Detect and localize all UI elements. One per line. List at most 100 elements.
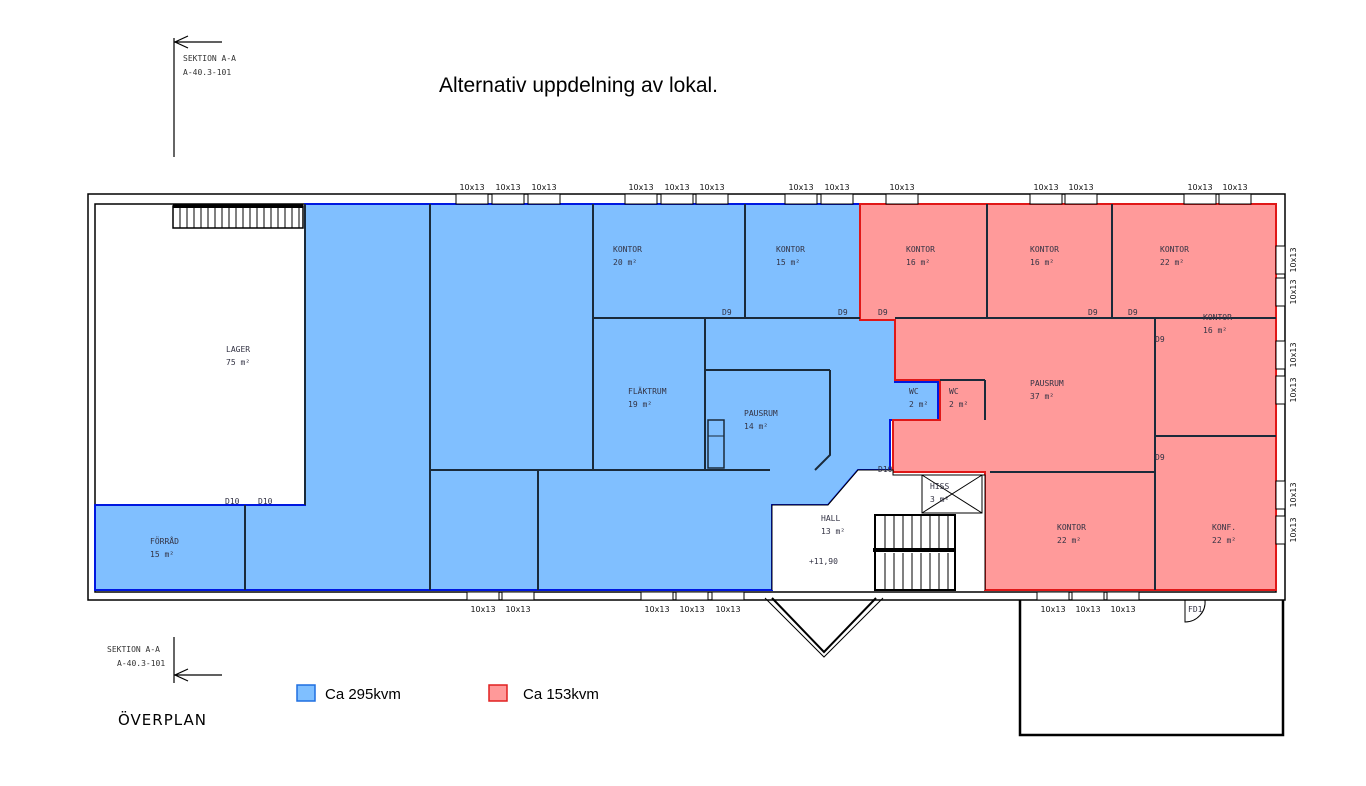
- window: [1275, 515, 1286, 545]
- room-area: 16 m²: [1203, 326, 1227, 335]
- legend-label-blue: Ca 295kvm: [325, 686, 401, 703]
- room-label: FÖRRÅD 15 m²: [150, 535, 179, 559]
- room-name: FÖRRÅD: [150, 535, 179, 546]
- section-name: SEKTION A-A: [183, 54, 236, 63]
- window: [820, 193, 854, 205]
- room-name: HALL: [821, 514, 840, 523]
- window: [527, 193, 561, 205]
- room-name: KONTOR: [776, 245, 805, 254]
- room-area: 22 m²: [1212, 536, 1236, 545]
- door-label: D9: [1128, 308, 1138, 317]
- legend-swatch-blue: [296, 684, 316, 702]
- window: [1275, 480, 1286, 510]
- window: [466, 591, 500, 601]
- window-label: 10x13: [715, 605, 740, 614]
- room-label: HALL 13 m²: [821, 514, 845, 536]
- zone-red: [859, 203, 1277, 591]
- room-area: 2 m²: [949, 400, 968, 409]
- room-name: KONTOR: [1160, 245, 1189, 254]
- window-label: 10x13: [1033, 183, 1058, 192]
- room-name: PAUSRUM: [1030, 379, 1064, 388]
- room-area: 15 m²: [150, 550, 174, 559]
- window-label: 10x13: [1289, 247, 1298, 272]
- door-label: D9: [722, 308, 732, 317]
- section-mark-top: SEKTION A-A A-40.3-101: [173, 35, 236, 157]
- window: [885, 193, 919, 205]
- window: [1036, 591, 1070, 601]
- window-label: 10x13: [1110, 605, 1135, 614]
- room-name: FLÄKTRUM: [628, 386, 667, 396]
- window-label: 10x13: [1040, 605, 1065, 614]
- door-label: D9: [878, 308, 888, 317]
- section-mark-bottom: SEKTION A-A A-40.3-101: [107, 637, 222, 683]
- room-name: WC: [949, 387, 959, 396]
- window-label: 10x13: [495, 183, 520, 192]
- window: [660, 193, 694, 205]
- room-name: KONTOR: [1057, 523, 1086, 532]
- window-label: 10x13: [1289, 279, 1298, 304]
- door-label: D9: [838, 308, 848, 317]
- window-label: 10x13: [531, 183, 556, 192]
- room-name: KONTOR: [1203, 313, 1232, 322]
- stair-top-left: [172, 204, 304, 229]
- window: [675, 591, 709, 601]
- room-label: KONTOR 16 m²: [1203, 313, 1232, 335]
- window-label: 10x13: [1068, 183, 1093, 192]
- window: [695, 193, 729, 205]
- window-label: 10x13: [699, 183, 724, 192]
- window-label: 10x13: [470, 605, 495, 614]
- room-label: WC2 m²: [909, 387, 928, 409]
- window-label: 10x13: [679, 605, 704, 614]
- room-name: LAGER: [226, 345, 250, 354]
- room-name: PAUSRUM: [744, 409, 778, 418]
- room-area: 3 m²: [930, 495, 949, 504]
- room-label: KONF.22 m²: [1212, 523, 1236, 545]
- window: [1275, 245, 1286, 275]
- window-label: 10x13: [889, 183, 914, 192]
- window-label: 10x13: [824, 183, 849, 192]
- room-label: KONTOR 16 m²: [906, 245, 935, 267]
- window: [491, 193, 525, 205]
- window-label: 10x13: [1289, 517, 1298, 542]
- room-area: 20 m²: [613, 258, 637, 267]
- room-area: 16 m²: [906, 258, 930, 267]
- room-area: 19 m²: [628, 400, 652, 409]
- window: [455, 193, 489, 205]
- window: [1275, 340, 1286, 370]
- section-ref: A-40.3-101: [117, 659, 165, 668]
- room-name: KONTOR: [906, 245, 935, 254]
- window: [1071, 591, 1105, 601]
- window-label: 10x13: [644, 605, 669, 614]
- door-label: FD1: [1188, 605, 1203, 614]
- room-area: 13 m²: [821, 527, 845, 536]
- plan-title: Alternativ uppdelning av lokal.: [439, 74, 718, 97]
- room-area: 14 m²: [744, 422, 768, 431]
- kitchen-unit: [707, 419, 725, 469]
- door-label: D9: [1155, 335, 1165, 344]
- window-label: 10x13: [1075, 605, 1100, 614]
- window: [1275, 277, 1286, 307]
- room-label: HISS 3 m²: [930, 482, 949, 504]
- window-label: 10x13: [1187, 183, 1212, 192]
- annex-outline: [1018, 600, 1285, 737]
- window-label: 10x13: [664, 183, 689, 192]
- window-label: 10x13: [505, 605, 530, 614]
- window: [711, 591, 745, 601]
- window-label: 10x13: [1222, 183, 1247, 192]
- room-label: PAUSRUM 14 m²: [744, 409, 778, 431]
- window-label: 10x13: [1289, 377, 1298, 402]
- window-label: 10x13: [1289, 482, 1298, 507]
- window: [1064, 193, 1098, 205]
- room-label: WC 2 m²: [949, 387, 968, 409]
- room-name: HISS: [930, 482, 949, 491]
- window: [784, 193, 818, 205]
